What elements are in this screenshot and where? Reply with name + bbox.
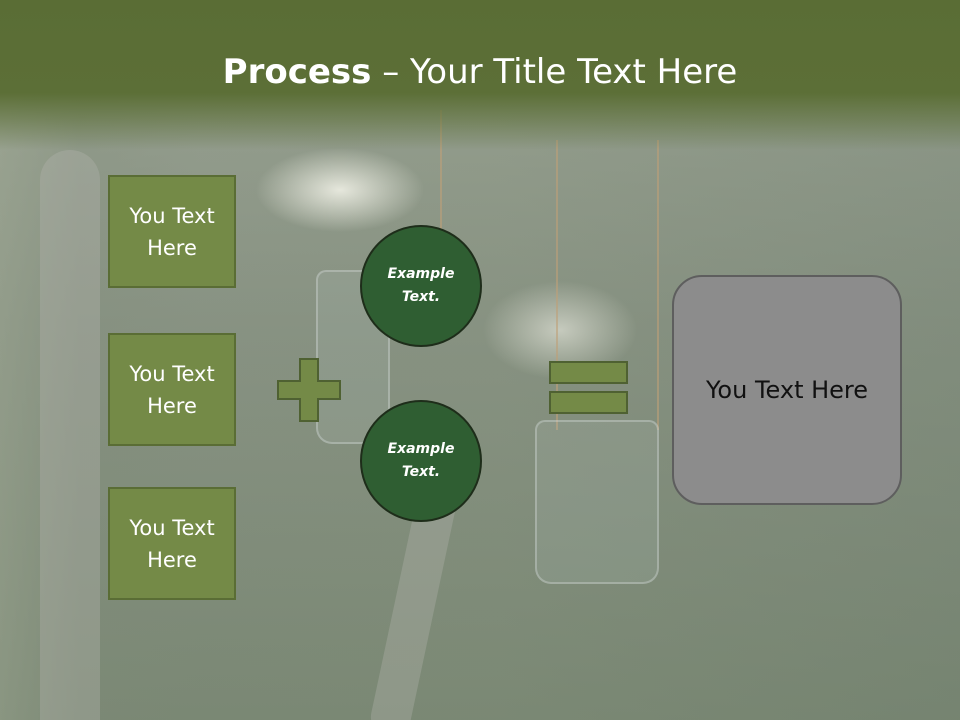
title-header (0, 0, 960, 150)
example-circle-2-line2: Text. (401, 464, 441, 480)
text-box-2-line2: Here (147, 393, 197, 418)
result-text: You Text Here (705, 376, 869, 404)
title-rest: Your Title Text Here (410, 52, 738, 92)
title-dash: – (371, 52, 411, 92)
slide-title: Process – Your Title Text Here (0, 52, 960, 92)
example-circle-2-line1: Example (387, 441, 455, 457)
text-box-3-line2: Here (147, 547, 197, 572)
hanging-string-decoration (556, 140, 558, 430)
text-box-1-line1: You Text (129, 203, 215, 228)
example-circle-1-line1: Example (387, 266, 455, 282)
plus-icon (277, 358, 341, 422)
example-circle-1-line2: Text. (401, 289, 441, 305)
text-box-2-line1: You Text (129, 361, 215, 386)
title-bold: Process (222, 52, 372, 92)
hanging-string-decoration (657, 140, 659, 430)
result-box[interactable]: You Text Here (672, 275, 902, 505)
text-box-3-line1: You Text (129, 515, 215, 540)
tree-trunk-decoration (40, 150, 100, 720)
equals-icon (549, 361, 628, 414)
jar-decoration (535, 420, 659, 584)
text-box-1-line2: Here (147, 235, 197, 260)
hanging-string-decoration (440, 110, 442, 340)
